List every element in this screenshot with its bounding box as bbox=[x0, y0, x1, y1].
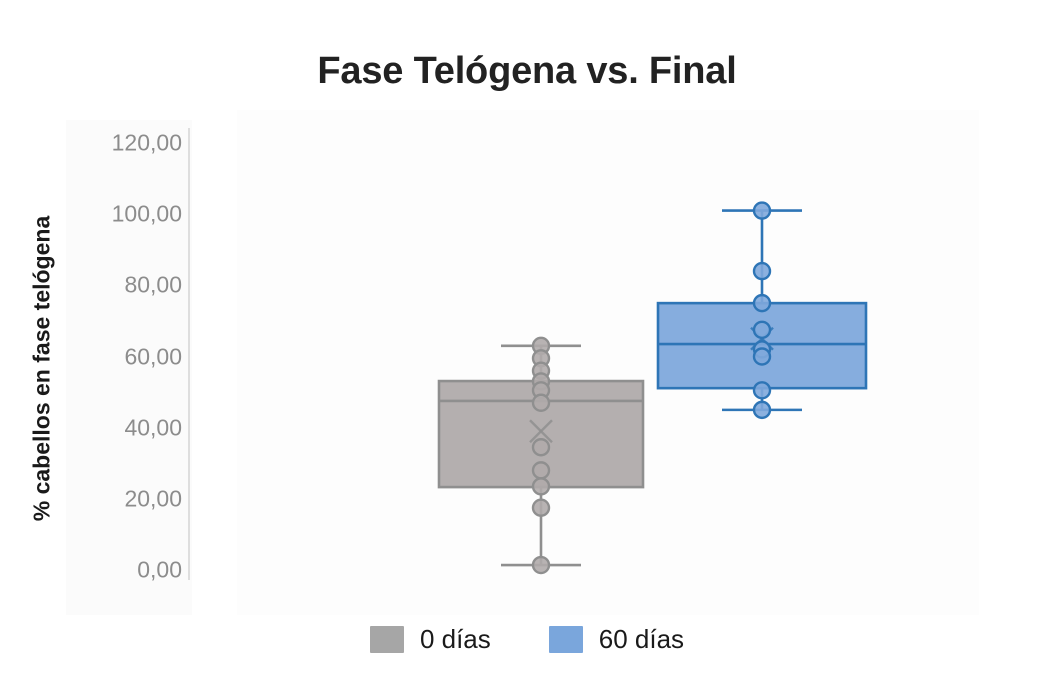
y-axis-line bbox=[188, 128, 190, 580]
boxplot-series-gray bbox=[437, 336, 645, 575]
y-tick-label: 80,00 bbox=[124, 271, 182, 298]
data-point[interactable] bbox=[531, 461, 551, 480]
y-tick-label: 0,00 bbox=[137, 556, 182, 583]
data-point[interactable] bbox=[752, 381, 772, 400]
data-point[interactable] bbox=[752, 261, 772, 281]
chart-title: Fase Telógena vs. Final bbox=[317, 50, 737, 92]
data-point[interactable] bbox=[752, 400, 772, 420]
data-point[interactable] bbox=[531, 393, 551, 412]
legend-label: 60 días bbox=[598, 624, 685, 654]
y-tick-label: 20,00 bbox=[124, 485, 182, 512]
y-tick-label: 120,00 bbox=[111, 129, 182, 156]
chart-legend: 0 días 60 días bbox=[0, 624, 1054, 655]
y-tick-label: 40,00 bbox=[124, 414, 182, 441]
data-point[interactable] bbox=[531, 438, 551, 457]
data-point[interactable] bbox=[752, 201, 772, 220]
y-tick-label: 100,00 bbox=[111, 200, 182, 227]
legend-swatch bbox=[369, 626, 404, 653]
data-point[interactable] bbox=[752, 293, 772, 313]
data-point[interactable] bbox=[752, 320, 772, 340]
axis-area-background bbox=[66, 120, 192, 615]
legend-item[interactable]: 60 días bbox=[548, 624, 685, 655]
legend-label: 0 días bbox=[419, 624, 491, 654]
y-tick-label: 60,00 bbox=[124, 343, 182, 369]
data-point[interactable] bbox=[752, 347, 772, 366]
y-axis-tick-labels: 0,00 20,00 40,00 60,00 80,00 100,00 120,00 bbox=[62, 0, 182, 690]
data-point[interactable] bbox=[531, 477, 551, 496]
data-point[interactable] bbox=[531, 555, 551, 575]
mean-marker-x bbox=[529, 419, 553, 444]
legend-item[interactable]: 0 días bbox=[369, 624, 491, 655]
legend-swatch bbox=[548, 626, 583, 653]
boxplot-series-blue bbox=[656, 201, 868, 420]
data-point[interactable] bbox=[531, 498, 551, 517]
